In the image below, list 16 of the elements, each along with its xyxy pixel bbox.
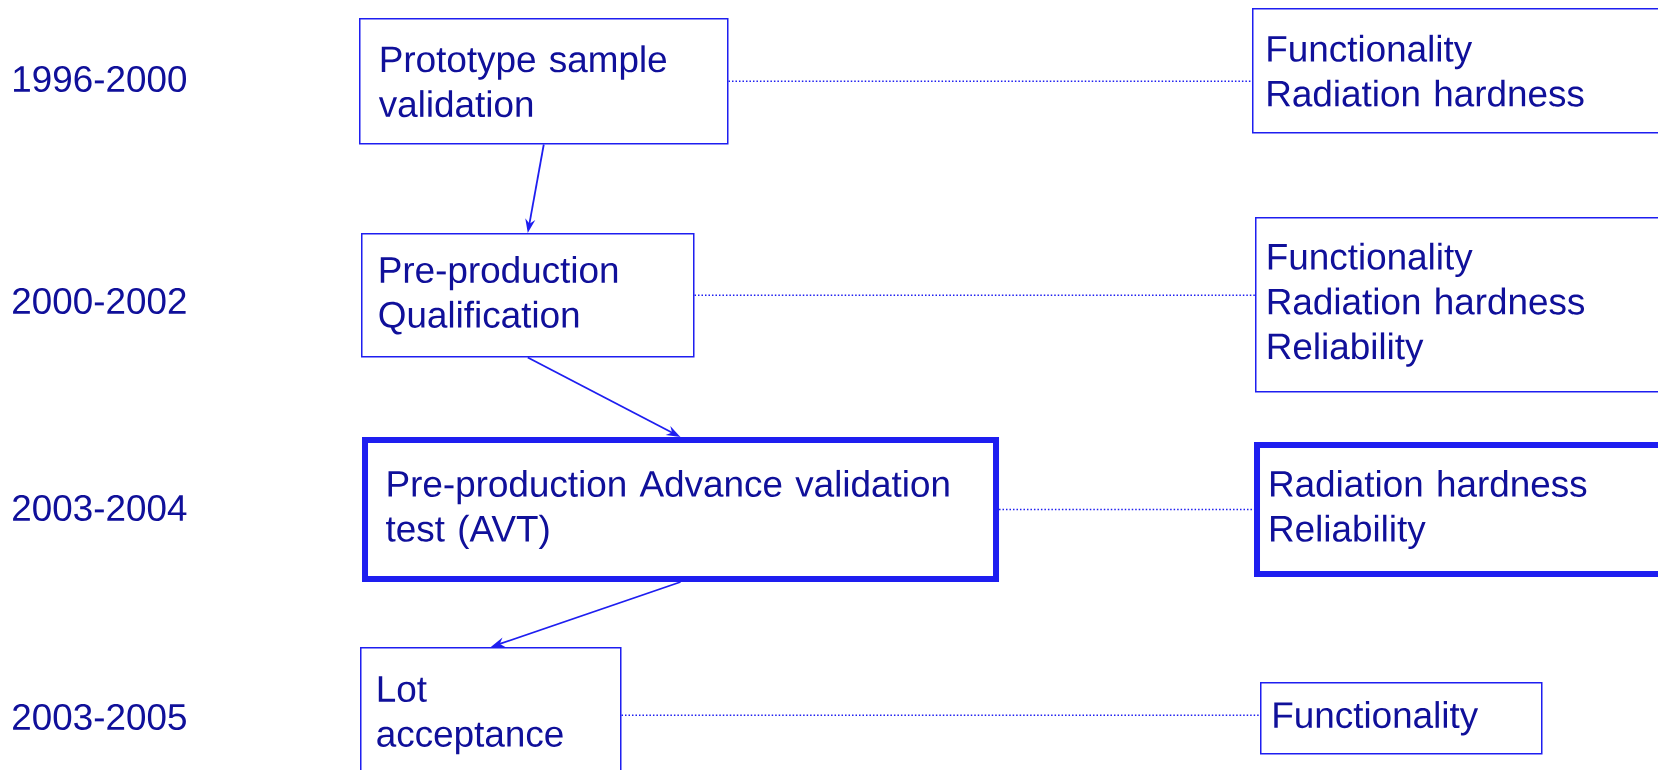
process-box: Functionality Radiation hardness Reliability xyxy=(1255,217,1658,393)
year-label: 2000-2002 xyxy=(13,287,186,315)
dotted-connector xyxy=(620,714,1261,716)
process-box: Pre-production Qualification xyxy=(361,233,695,358)
dotted-connector xyxy=(998,508,1255,511)
year-label: 2003-2004 xyxy=(13,494,187,522)
dotted-connector xyxy=(727,80,1253,82)
process-box: Radiation hardness Reliability xyxy=(1254,442,1658,577)
process-box: Pre-production Advance validation test (AVT) xyxy=(362,437,999,582)
process-box: Lot acceptance xyxy=(360,647,622,770)
dotted-connector xyxy=(693,294,1256,296)
year-label: 2003-2005 xyxy=(13,703,186,731)
year-label: 1996-2000 xyxy=(14,65,186,93)
process-box: Functionality xyxy=(1260,682,1543,755)
process-box: Prototype sample validation xyxy=(359,18,729,145)
process-box: Functionality Radiation hardness xyxy=(1252,8,1658,134)
